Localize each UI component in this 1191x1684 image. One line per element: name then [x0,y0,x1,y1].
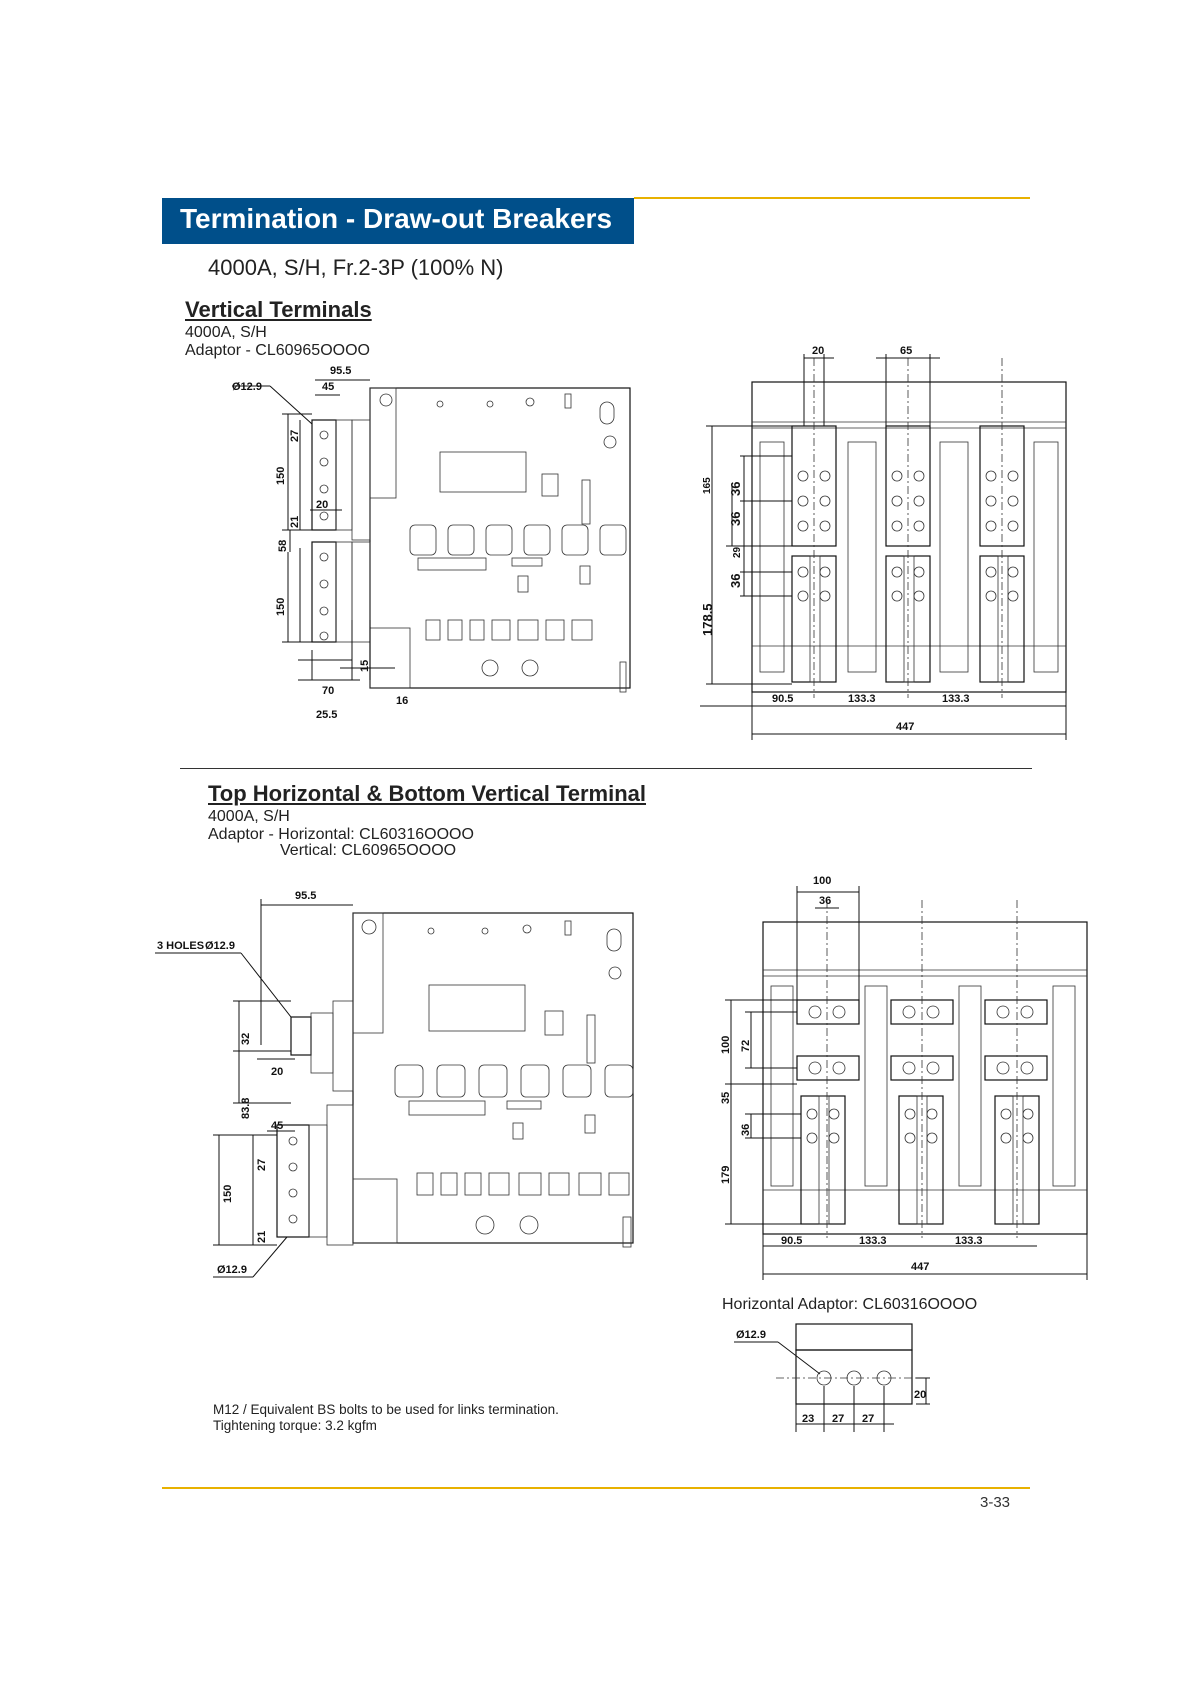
dim-s2-32: 32 [240,1033,252,1045]
section1-side-view-drawing: Ø12.9 95.5 45 150 27 21 20 58 150 70 15 … [232,365,631,721]
section1-front-view-drawing: 20 65 165 36 36 29 36 178.5 90.5 133.3 1… [700,345,1067,740]
dim-s2f-100a: 100 [813,875,831,887]
page-subtitle: 4000A, S/H, Fr.2-3P (100% N) [208,255,504,280]
footer-rule [162,1487,1030,1489]
dim-s1-27: 27 [289,430,301,442]
section2-line2: Adaptor - Horizontal: CL60316OOOO [208,826,474,843]
dim-s1f-20: 20 [812,345,824,357]
section2-title: Top Horizontal & Bottom Vertical Termina… [208,781,647,806]
dim-s2f-100b: 100 [720,1036,732,1054]
adaptor-dim-27a: 27 [832,1413,844,1425]
note-line2: Tightening torque: 3.2 kgfm [213,1418,377,1433]
dim-s1f-165: 165 [702,477,713,494]
dim-s1f-65: 65 [900,345,912,357]
dim-s1-58: 58 [277,540,289,552]
dim-s1f-447: 447 [896,721,914,733]
dim-s2f-133-3b: 133.3 [955,1235,983,1247]
section-divider [180,768,1032,769]
dim-s1-21: 21 [289,516,301,528]
dim-s1-45: 45 [322,381,334,393]
dim-s1-16: 16 [396,695,408,707]
horizontal-adaptor-drawing: Ø12.9 20 23 27 27 [734,1323,930,1432]
dim-s2f-90-5: 90.5 [781,1235,802,1247]
dim-s1-150b: 150 [275,598,287,616]
dim-s2f-179: 179 [720,1166,732,1184]
dim-s2-dia-bot: Ø12.9 [217,1264,247,1276]
dim-s1-95-5: 95.5 [330,365,351,377]
dim-s1-150a: 150 [275,467,287,485]
section2-line1: 4000A, S/H [208,808,290,825]
dim-s2-20: 20 [271,1066,283,1078]
dim-s1f-36b: 36 [728,512,743,526]
dim-s2-45: 45 [271,1120,283,1132]
dim-s1f-133-3a: 133.3 [848,693,876,705]
page-title: Termination - Draw-out Breakers [180,203,613,234]
section2-side-view-drawing: 3 HOLES Ø12.9 95.5 32 20 83.8 45 150 27 … [155,890,634,1278]
dim-s2f-36b: 36 [740,1124,752,1136]
section1-line1: 4000A, S/H [185,324,267,341]
dim-s2-150: 150 [222,1185,234,1203]
dim-s1f-178-5: 178.5 [700,603,715,636]
dim-s2f-447: 447 [911,1261,929,1273]
section1-line2: Adaptor - CL60965OOOO [185,342,370,359]
dim-s2f-35: 35 [720,1092,732,1104]
note-line1: M12 / Equivalent BS bolts to be used for… [213,1402,559,1417]
dim-s1-15: 15 [359,660,371,672]
dim-s1-25-5: 25.5 [316,709,337,721]
section2-side-lugs [394,1064,634,1235]
dim-s1f-133-3b: 133.3 [942,693,970,705]
adaptor-dim-27b: 27 [862,1413,874,1425]
dim-s1-dia: Ø12.9 [232,381,262,393]
dim-s1f-36a: 36 [728,482,743,496]
dim-s2f-133-3a: 133.3 [859,1235,887,1247]
header-rule [634,197,1030,199]
dim-s2-83-8: 83.8 [240,1098,252,1119]
adaptor-dim-20: 20 [914,1389,926,1401]
dim-s1f-90-5: 90.5 [772,693,793,705]
adaptor-dim-23: 23 [802,1413,814,1425]
dim-s1f-29: 29 [732,546,743,558]
dim-s2-27: 27 [256,1159,268,1171]
adaptor-dia: Ø12.9 [736,1329,766,1341]
header-bar [162,198,634,244]
dim-s2-holes: 3 HOLES [157,940,204,952]
dim-s1-20: 20 [316,499,328,511]
page-number: 3-33 [980,1494,1011,1511]
section2-line3: Vertical: CL60965OOOO [280,842,457,859]
section1-side-lugs [409,524,627,677]
section2-front-view-drawing: 100 36 100 72 35 36 179 90.5 133.3 133.3… [720,875,1088,1280]
dim-s2f-36a: 36 [819,895,831,907]
dim-s2-dia-top: Ø12.9 [205,940,235,952]
dim-s1-70: 70 [322,685,334,697]
adaptor-caption: Horizontal Adaptor: CL60316OOOO [722,1296,978,1313]
dim-s2-21: 21 [256,1231,268,1243]
dim-s2-95-5: 95.5 [295,890,316,902]
dim-s2f-72: 72 [740,1040,752,1052]
dim-s1f-36c: 36 [728,574,743,588]
section1-title: Vertical Terminals [185,297,372,322]
